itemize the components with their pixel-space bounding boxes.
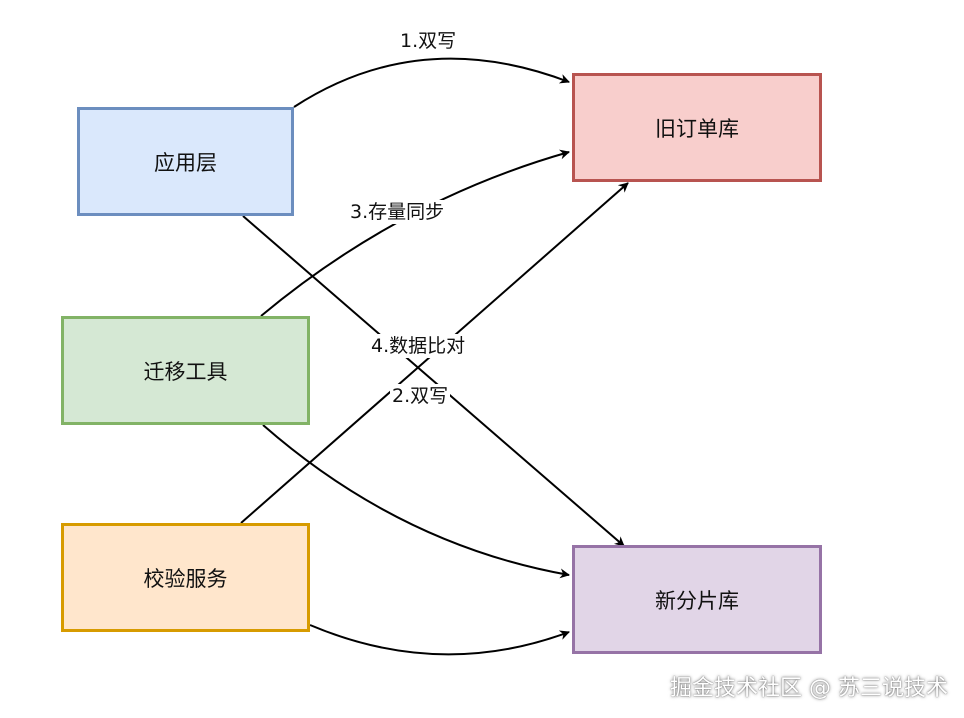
watermark-text: 掘金技术社区 @ 苏三说技术 [670,676,948,701]
edge-label-data-compare: 4.数据比对 [369,334,468,358]
node-verification-service[interactable]: 校验服务 [61,523,310,632]
node-old-order-db[interactable]: 旧订单库 [572,73,822,182]
edge-migrate-to-new-db [262,424,570,579]
edge-migrate-to-old-db [260,149,570,317]
node-app-layer-label: 应用层 [154,150,217,175]
edge-verify-to-new-db [309,624,570,656]
node-migration-tool[interactable]: 迁移工具 [61,316,310,425]
edge-app-to-new-db [242,215,625,547]
node-verification-service-label: 校验服务 [143,566,228,591]
node-new-shard-db-label: 新分片库 [655,588,739,613]
edge-label-dual-write-new: 2.双写 [390,384,451,408]
node-old-order-db-label: 旧订单库 [655,116,739,141]
node-migration-tool-label: 迁移工具 [143,359,228,384]
edge-app-to-old-db [293,57,570,108]
edge-label-dual-write-old: 1.双写 [398,29,459,53]
edge-label-bulk-sync: 3.存量同步 [348,200,447,224]
node-new-shard-db[interactable]: 新分片库 [572,545,822,654]
node-app-layer[interactable]: 应用层 [77,107,294,216]
